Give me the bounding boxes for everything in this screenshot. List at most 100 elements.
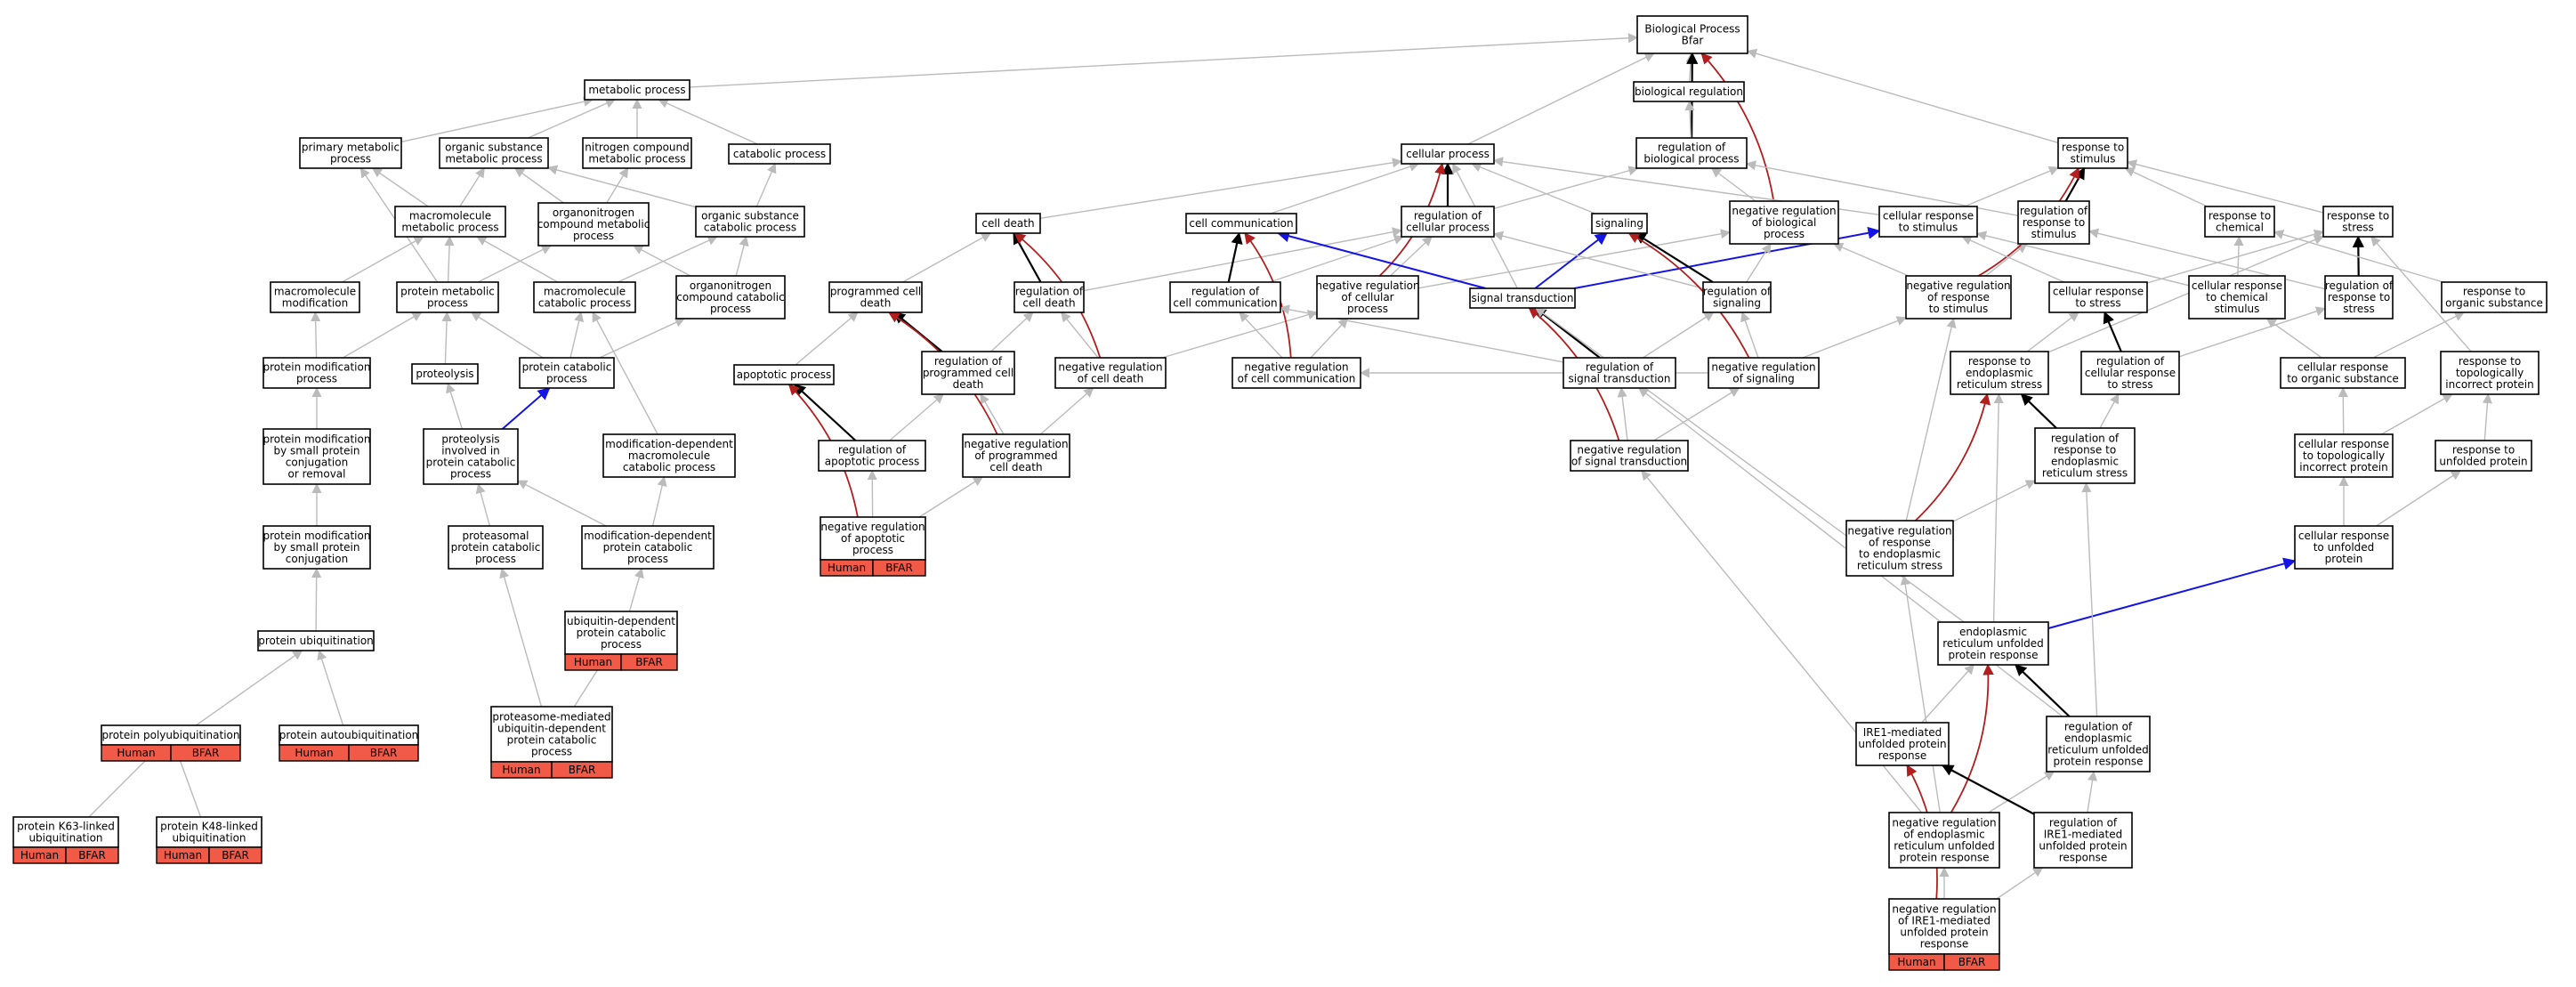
node-celldeath[interactable]: cell death: [975, 213, 1041, 234]
node-cellcomm[interactable]: cell communication: [1185, 213, 1297, 234]
edge-negregpcd-to-negregcelldeath: [1039, 387, 1094, 435]
node-protubiq[interactable]: protein ubiquitination: [257, 630, 375, 651]
node-box: [675, 275, 786, 320]
edge-layer: [88, 33, 2493, 900]
node-box: [975, 213, 1041, 234]
edge-cellresporg-to-resporg: [2372, 311, 2466, 359]
node-sigtrans[interactable]: signal transduction: [1469, 287, 1576, 309]
node-moddepmacro[interactable]: modification-dependentmacromoleculecatab…: [602, 433, 736, 478]
node-label-line: cellular response: [1883, 210, 1974, 222]
edge-cellresptopo-to-resptopo: [2380, 393, 2453, 435]
edge-polyubiq-to-protubiq: [195, 650, 303, 726]
node-signaling[interactable]: signaling: [1591, 213, 1648, 234]
edge-negregsig-to-signaling: [1627, 232, 1750, 359]
node-label-line: regulation of: [2049, 817, 2118, 829]
node-catab[interactable]: catabolic process: [728, 143, 831, 165]
node-metab[interactable]: metabolic process: [584, 79, 690, 101]
node-proteolysis[interactable]: proteolysis: [411, 363, 479, 384]
node-label-line: endoplasmic: [1959, 626, 2027, 638]
edge-regapop-to-regpcd: [889, 393, 944, 441]
node-bioreg[interactable]: biological regulation: [1633, 81, 1745, 102]
node-label-line: of IRE1-mediated: [1898, 915, 1991, 927]
node-label-line: response to: [2459, 355, 2521, 368]
node-label-line: protein K63-linked: [17, 821, 115, 833]
node-proteasomemed[interactable]: proteasome-mediatedubiquitin-dependentpr…: [490, 706, 613, 779]
node-label-line: endoplasmic: [1966, 367, 2033, 379]
node-apoptotic[interactable]: apoptotic process: [733, 364, 835, 385]
node-label-line: negative regulation: [1058, 361, 1162, 374]
node-cellproc[interactable]: cellular process: [1401, 143, 1495, 165]
node-label-line: signal transduction: [1569, 373, 1671, 385]
node-box: [156, 816, 262, 848]
node-box: [1937, 621, 2049, 666]
